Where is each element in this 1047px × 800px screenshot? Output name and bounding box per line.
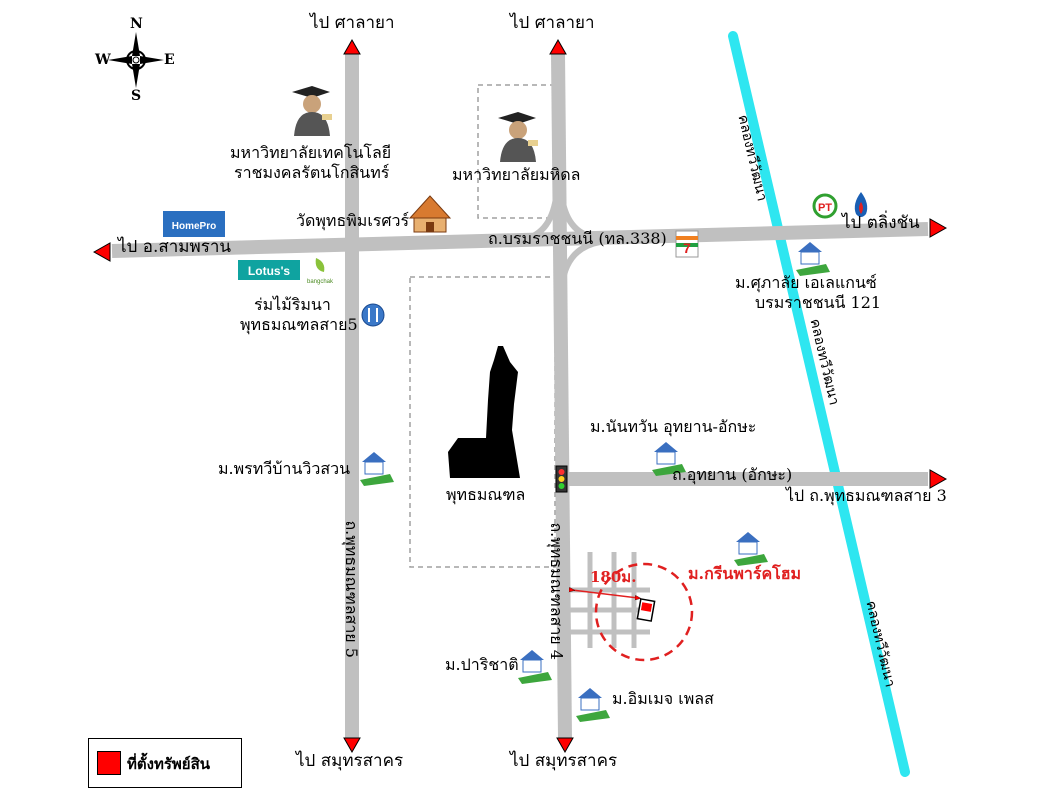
traffic-light-icon bbox=[555, 465, 568, 493]
arrow-phutthamonthon3 bbox=[929, 469, 948, 489]
compass-e: E bbox=[164, 52, 175, 68]
compass-s: S bbox=[131, 88, 142, 104]
legend-label: ที่ตั้งทรัพย์สิน bbox=[127, 755, 210, 773]
label-to-salaya-right: ไป ศาลายา bbox=[510, 13, 595, 33]
house-icon bbox=[518, 650, 552, 684]
compass-rose-icon bbox=[108, 32, 164, 88]
arrow-sampran bbox=[92, 242, 111, 262]
legend-property-swatch bbox=[97, 751, 121, 775]
compass-n: N bbox=[130, 16, 143, 32]
bangchak-logo-text: bangchak bbox=[307, 279, 334, 285]
radius-circle bbox=[594, 562, 694, 662]
temple-icon bbox=[408, 195, 452, 233]
label-green-park: ม.กรีนพาร์คโฮม bbox=[688, 564, 802, 583]
canal-thawi-watthana bbox=[728, 31, 910, 777]
label-wat: วัดพุทธพิมเรศวร์ bbox=[296, 211, 410, 230]
label-rmutr-1: มหาวิทยาลัยเทคโนโลยี bbox=[230, 143, 392, 162]
label-to-samutsakhon-left: ไป สมุทรสาคร bbox=[296, 751, 404, 771]
house-icon bbox=[796, 242, 830, 276]
label-to-sampran: ไป อ.สามพราน bbox=[118, 237, 231, 257]
seven-eleven-text: 7 bbox=[683, 240, 691, 256]
label-image-place: ม.อิมเมจ เพลส bbox=[612, 689, 714, 708]
road-phutthamonthon4 bbox=[551, 53, 572, 739]
label-to-samutsakhon-right: ไป สมุทรสาคร bbox=[510, 751, 618, 771]
pt-station-icon: PT bbox=[812, 193, 838, 219]
label-pornthawee: ม.พรทวีบ้านวิวสวน bbox=[218, 459, 351, 478]
label-road-phutthamonthon4: ถ.พุทธมณฑลสาย 4 bbox=[546, 522, 566, 660]
arrow-salaya-left bbox=[343, 38, 361, 55]
label-rmutr-2: ราชมงคลรัตนโกสินทร์ bbox=[234, 163, 390, 182]
label-distance: 180ม. bbox=[590, 568, 637, 586]
interchange-loops bbox=[519, 197, 601, 287]
svg-text:PT: PT bbox=[818, 202, 832, 214]
property-marker-fill bbox=[640, 602, 653, 612]
restaurant-icon bbox=[361, 303, 385, 327]
label-to-salaya-left: ไป ศาลายา bbox=[310, 13, 395, 33]
arrow-samutsakhon-right bbox=[556, 737, 574, 754]
label-road-phutthamonthon5: ถ.พุทธมณฑลสาย 5 bbox=[341, 520, 361, 658]
ptt-station-icon bbox=[854, 192, 868, 217]
lotus-logo-icon: Lotus's bbox=[238, 260, 300, 280]
lotus-logo-text: Lotus's bbox=[248, 264, 291, 278]
label-restaurant-2: พุทธมณฑลสาย5 bbox=[240, 315, 358, 334]
homepro-logo-text: HomePro bbox=[172, 221, 216, 232]
label-supalai-1: ม.ศุภาลัย เอเลแกนซ์ bbox=[735, 273, 877, 292]
house-icon bbox=[360, 452, 394, 486]
local-streets bbox=[566, 552, 650, 648]
label-to-talingchan: ไป ตลิ่งชัน bbox=[842, 213, 920, 233]
compass-w: W bbox=[95, 52, 111, 68]
house-icon bbox=[734, 532, 768, 566]
arrow-samutsakhon-left bbox=[343, 737, 361, 754]
label-road-boromratchachonnani: ถ.บรมราชชนนี (ทล.338) bbox=[488, 229, 667, 248]
distance-arrow bbox=[572, 590, 638, 598]
arrow-salaya-right bbox=[549, 38, 567, 55]
label-road-utthayan: ถ.อุทยาน (อักษะ) bbox=[672, 465, 793, 484]
label-nanthawan: ม.นันทวัน อุทยาน-อักษะ bbox=[590, 417, 757, 436]
label-phutthamonthon: พุทธมณฑล bbox=[446, 485, 526, 504]
seven-eleven-icon: 7 bbox=[675, 230, 699, 258]
label-supalai-2: บรมราชชนนี 121 bbox=[755, 293, 882, 312]
homepro-logo-icon: HomePro bbox=[163, 211, 225, 237]
legend: ที่ตั้งทรัพย์สิน bbox=[88, 738, 242, 788]
label-restaurant-1: ร่มไม้ริมนา bbox=[254, 295, 331, 314]
label-mahidol: มหาวิทยาลัยมหิดล bbox=[452, 165, 581, 184]
buddha-statue-icon bbox=[448, 346, 520, 478]
phutthamonthon-area bbox=[409, 276, 556, 568]
label-parichat: ม.ปาริชาติ bbox=[445, 655, 519, 674]
label-to-phutthamonthon3: ไป ถ.พุทธมณฑลสาย 3 bbox=[786, 486, 947, 505]
graduate-icon bbox=[292, 86, 332, 136]
graduate-icon bbox=[498, 112, 538, 162]
house-icon bbox=[652, 442, 686, 476]
arrow-talingchan bbox=[929, 218, 948, 238]
house-icon bbox=[576, 688, 610, 722]
bangchak-logo-icon: bangchak bbox=[307, 258, 334, 285]
